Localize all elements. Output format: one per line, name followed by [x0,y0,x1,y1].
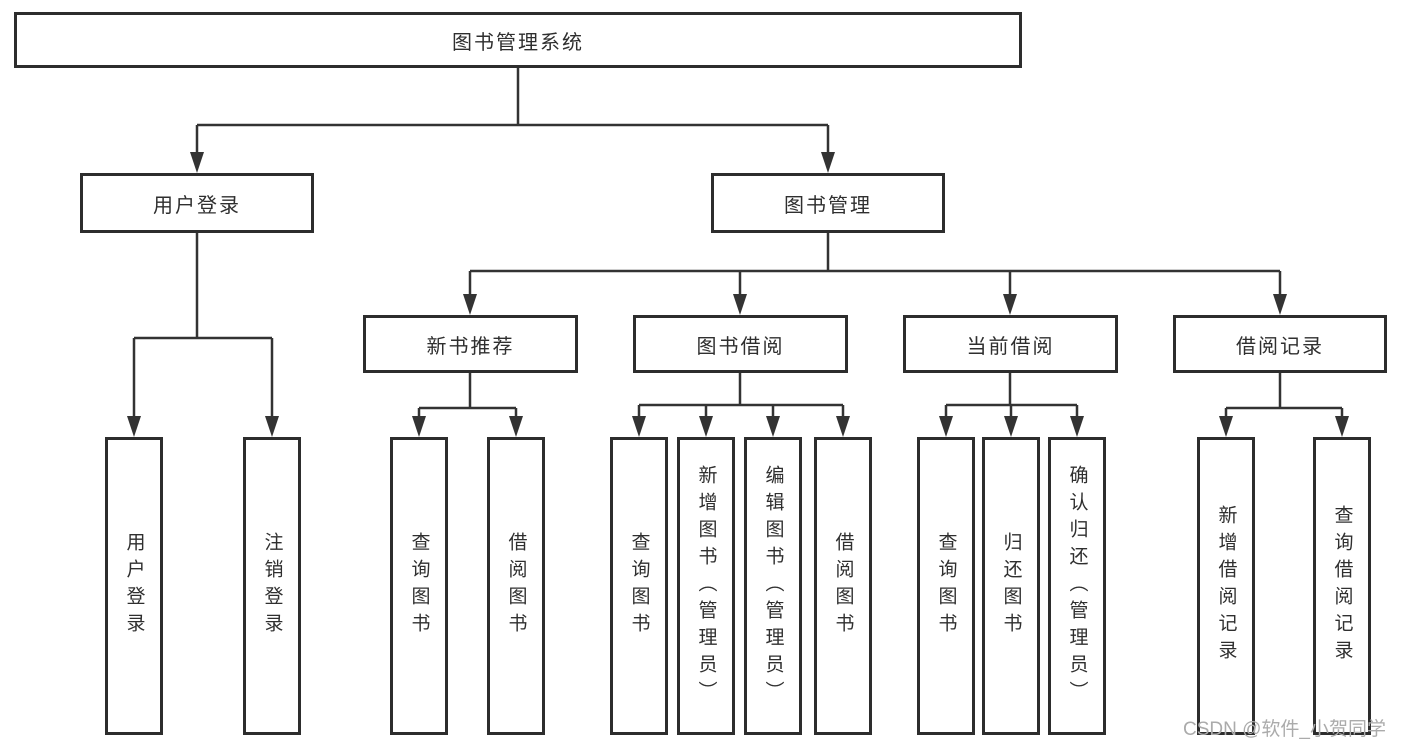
leaf-user-login-label: 用户登录 [123,532,145,640]
node-borrowing-records-label: 借阅记录 [1236,335,1324,358]
csdn-watermark: CSDN @软件_小贺同学 [1183,719,1386,740]
leaf-query-borrow-record: 查询借阅记录 [1313,437,1371,735]
leaf-return-books-label: 归还图书 [1000,532,1022,640]
leaf-confirm-return-admin-label: 确认归还（管理员） [1066,464,1088,708]
node-current-borrowing-label: 当前借阅 [966,335,1055,358]
leaf-borrow-books-2: 借阅图书 [814,437,872,735]
leaf-query-books-1-label: 查询图书 [408,532,430,640]
node-book-borrowing-label: 图书借阅 [696,335,785,358]
leaf-add-books-admin-label: 新增图书（管理员） [695,464,717,708]
leaf-add-borrow-record-label: 新增借阅记录 [1215,505,1237,667]
node-new-book-recommendation-label: 新书推荐 [426,335,515,358]
leaf-edit-books-admin-label: 编辑图书（管理员） [762,464,784,708]
leaf-query-books-3-label: 查询图书 [935,532,957,640]
leaf-logout-label: 注销登录 [261,532,283,640]
leaf-confirm-return-admin: 确认归还（管理员） [1048,437,1106,735]
node-book-management: 图书管理 [711,173,945,233]
leaf-borrow-books-1-label: 借阅图书 [505,532,527,640]
leaf-borrow-books-2-label: 借阅图书 [832,532,854,640]
leaf-add-borrow-record: 新增借阅记录 [1197,437,1255,735]
leaf-return-books: 归还图书 [982,437,1040,735]
leaf-query-books-2-label: 查询图书 [628,532,650,640]
leaf-query-books-3: 查询图书 [917,437,975,735]
node-book-management-label: 图书管理 [784,194,872,217]
node-current-borrowing: 当前借阅 [903,315,1118,373]
node-book-borrowing: 图书借阅 [633,315,848,373]
node-new-book-recommendation: 新书推荐 [363,315,578,373]
leaf-query-borrow-record-label: 查询借阅记录 [1331,505,1353,667]
leaf-query-books-1: 查询图书 [390,437,448,735]
node-user-login: 用户登录 [80,173,314,233]
leaf-user-login: 用户登录 [105,437,163,735]
leaf-logout: 注销登录 [243,437,301,735]
leaf-query-books-2: 查询图书 [610,437,668,735]
node-library-management-system-label: 图书管理系统 [452,31,584,54]
node-library-management-system: 图书管理系统 [14,12,1022,68]
node-borrowing-records: 借阅记录 [1173,315,1387,373]
leaf-edit-books-admin: 编辑图书（管理员） [744,437,802,735]
leaf-borrow-books-1: 借阅图书 [487,437,545,735]
leaf-add-books-admin: 新增图书（管理员） [677,437,735,735]
node-user-login-label: 用户登录 [153,194,241,217]
